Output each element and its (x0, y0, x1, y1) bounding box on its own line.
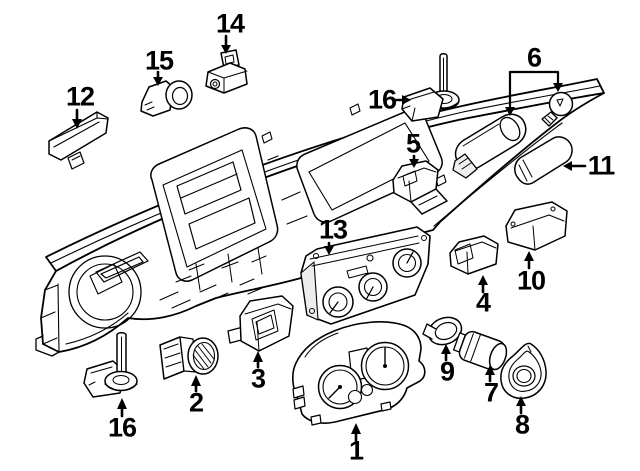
cluster-tabs (310, 401, 392, 426)
part-14-sensor (205, 49, 248, 94)
callout-label-16-top: 16 (367, 84, 397, 115)
callout-arrow-7 (485, 365, 495, 383)
callout-label-2: 2 (188, 387, 204, 418)
callout-label-16-bottom: 16 (107, 412, 137, 443)
steering-column-opening (68, 255, 142, 329)
radio-opening (188, 197, 256, 250)
callout-label-11: 11 (587, 150, 616, 181)
callout-arrow-10 (524, 251, 534, 270)
dash-left-endcap (40, 283, 60, 353)
passenger-frame (296, 109, 443, 223)
part-15-sensor (140, 80, 193, 117)
callout-label-10: 10 (516, 265, 546, 296)
part-1-instrument-cluster (292, 321, 426, 426)
part-8-bezel-trim (500, 342, 547, 400)
callout-arrow-13 (324, 241, 334, 255)
callout-arrow-5 (409, 154, 419, 168)
part-10-switch (505, 201, 568, 251)
callout-arrow-11 (563, 161, 587, 171)
callout-arrow-15 (153, 70, 163, 86)
callout-arrow-2 (191, 375, 201, 393)
callout-arrow-16-bottom (117, 398, 127, 418)
part-6-bulb (541, 91, 574, 127)
part-16-top-antenna-sensor (401, 53, 460, 122)
part-6-illumination-socket (452, 113, 527, 179)
passenger-frame-inner (308, 122, 430, 211)
callout-label-7: 7 (483, 377, 499, 408)
callout-label-1: 1 (348, 435, 364, 466)
callout-label-8: 8 (514, 409, 530, 440)
callout-label-14: 14 (215, 8, 245, 39)
center-stack-frame-inner (162, 149, 267, 268)
part-11-lens-cover (514, 136, 573, 185)
center-vent-opening (176, 161, 242, 215)
tachometer-needle (328, 386, 341, 399)
cluster-connectors (292, 385, 306, 410)
callout-arrow-12 (72, 108, 82, 129)
callout-arrow-8 (516, 396, 526, 415)
callout-arrow-9 (441, 344, 451, 362)
center-stack-frame (150, 127, 279, 282)
steering-detail (89, 263, 123, 295)
callout-arrow-4 (478, 275, 488, 294)
callout-label-9: 9 (439, 356, 455, 387)
part-5-switch (392, 160, 448, 215)
part-16-bottom-antenna-sensor (83, 332, 138, 398)
callout-arrows (72, 34, 587, 442)
part-3-module (227, 295, 294, 352)
dash-right-inner-line (433, 122, 563, 227)
button-slot (346, 265, 369, 279)
part-4-switch (449, 235, 499, 275)
callout-label-4: 4 (475, 287, 491, 318)
part-12-demister-vent (48, 111, 109, 170)
part-9-retaining-ring (422, 316, 463, 346)
dash-left-bracket (35, 335, 60, 357)
callout-arrow-14 (221, 34, 231, 54)
dash-bottom-inner-line (65, 312, 129, 345)
dash-clips (261, 103, 447, 225)
callout-label-3: 3 (250, 363, 266, 394)
callout-arrow-1 (351, 423, 361, 442)
callout-arrow-16-top (392, 95, 411, 105)
part-13-climate-control (300, 226, 431, 325)
callout-arrow-6 (505, 70, 563, 116)
callout-label-5: 5 (405, 128, 421, 159)
callout-label-12: 12 (65, 81, 95, 112)
part-2-headlight-switch (159, 336, 219, 380)
callout-arrow-3 (253, 351, 263, 369)
part-7-power-socket (452, 330, 508, 371)
callout-label-15: 15 (144, 45, 174, 76)
callout-label-13: 13 (318, 214, 348, 245)
callout-label-6: 6 (526, 42, 542, 73)
steering-column-opening-inner (76, 263, 134, 321)
knee-bolster-detail (159, 247, 267, 309)
